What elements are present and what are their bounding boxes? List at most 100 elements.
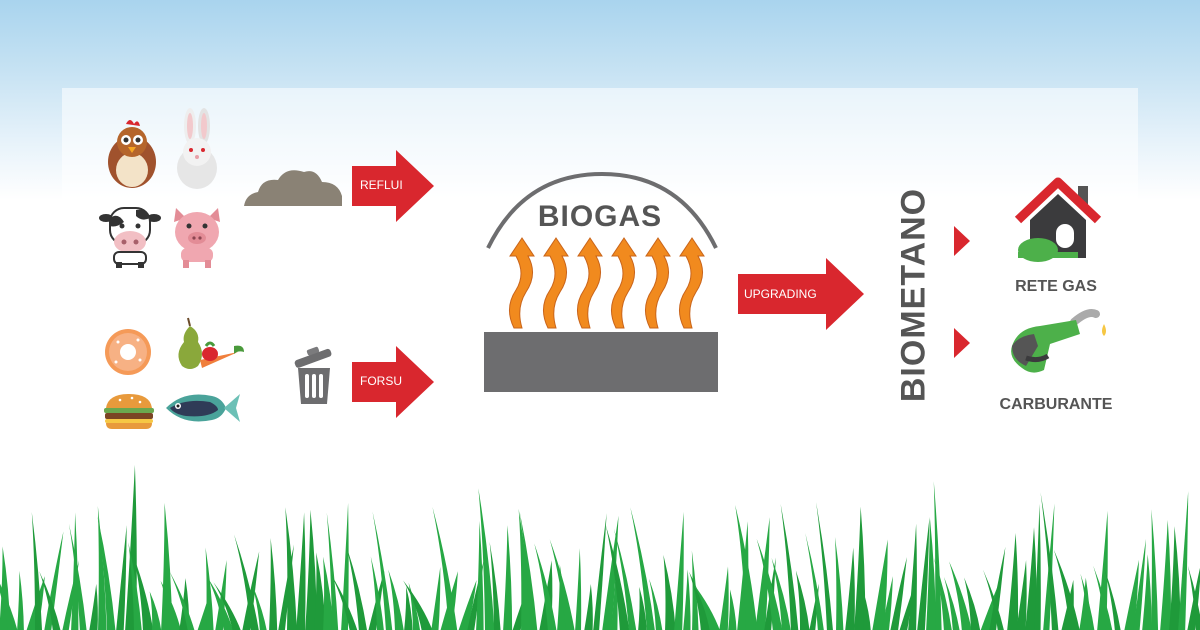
pig-icon [174, 208, 220, 268]
grass-blade [1169, 526, 1181, 630]
grass-blade [982, 569, 1004, 630]
grass-blade [934, 557, 952, 630]
grass-blade [980, 584, 999, 630]
reflui-arrow [352, 150, 434, 222]
grass-blade [989, 546, 1006, 630]
reflui-label: REFLUI [360, 178, 403, 192]
biogas-title: BIOGAS [537, 200, 663, 233]
grass-blade [908, 523, 917, 630]
rising-gas-arrows [509, 237, 705, 329]
small-arrow-bottom [954, 328, 970, 358]
grass-blade [71, 512, 79, 630]
grass-blade [39, 571, 61, 630]
grass-blade [805, 533, 824, 630]
cow-icon [99, 207, 161, 268]
grass-blade [756, 538, 783, 630]
grass-blade [160, 580, 181, 630]
grass-blade [116, 525, 127, 630]
grass-blade [489, 541, 501, 630]
grass-blade [944, 577, 960, 630]
grass-blade [949, 561, 972, 630]
digester-slab [484, 332, 718, 392]
grass-blade [234, 534, 259, 630]
grass-blade [314, 552, 326, 630]
grass-blade [0, 583, 18, 630]
grass-blade [128, 542, 142, 630]
grass-blade [404, 586, 413, 630]
burger-icon [104, 394, 154, 429]
grass-blade [926, 516, 937, 630]
grass-blade [854, 506, 866, 630]
grass-blade [388, 569, 404, 630]
grass-blade [1187, 565, 1200, 630]
grass-blade [933, 481, 942, 630]
grass-blade [735, 505, 758, 630]
grass-blade [1093, 565, 1113, 630]
grass-blade [663, 554, 676, 630]
grass-blade [534, 543, 557, 630]
donut-icon [105, 329, 151, 375]
grass-blade [326, 512, 339, 630]
grass-blade [845, 547, 855, 630]
grass-blade [1080, 573, 1095, 630]
grass-blade [330, 573, 358, 630]
grass-blade [31, 512, 43, 630]
grass-blade [17, 570, 24, 630]
grass-blade [771, 557, 791, 630]
grass-blade [89, 583, 98, 630]
grass-blade [719, 566, 729, 630]
grass-blade [478, 488, 495, 630]
grass-blade [557, 564, 567, 630]
grass-blade [584, 584, 593, 630]
grass-blade [1007, 533, 1019, 630]
grass-blade [285, 507, 297, 630]
grass-blade [476, 520, 484, 630]
grass-blade [346, 545, 368, 630]
grass-blade [872, 539, 888, 630]
grass-blade [1178, 491, 1189, 630]
grass-blade [149, 591, 162, 630]
grass-blade [613, 528, 637, 630]
digester-dome [486, 171, 718, 249]
grass-blade [370, 556, 384, 630]
grass-blade [689, 571, 711, 630]
grass-blade [207, 577, 234, 630]
rabbit-icon [177, 108, 217, 189]
grass-blade [1025, 527, 1037, 630]
grass-blade [305, 509, 317, 630]
grass-blade [68, 523, 87, 630]
grass-blade [1124, 559, 1139, 630]
grass-blade [881, 576, 893, 630]
pear-vegetables-icon [178, 317, 244, 369]
grass-blade [323, 556, 334, 630]
small-arrow-top [954, 226, 970, 256]
grass-blade [169, 571, 195, 630]
grass-blade [1142, 554, 1152, 630]
forsu-label: FORSU [360, 374, 402, 388]
chicken-icon [108, 120, 156, 188]
grass-blade [605, 525, 630, 630]
grass-blade [964, 577, 981, 630]
grass-blade [1034, 503, 1041, 630]
grass-blade [917, 518, 930, 630]
grass-blade [242, 551, 260, 630]
grass-blade [519, 512, 538, 630]
grass-blade [1160, 519, 1171, 630]
grass-blade [674, 511, 684, 630]
grass-blade [602, 515, 619, 630]
grass-blade [133, 556, 154, 630]
upgrading-label: UPGRADING [744, 287, 817, 301]
grass-blade [630, 507, 655, 630]
grass-blade [816, 502, 833, 630]
grass-blade [296, 512, 306, 630]
upgrading-arrow [738, 258, 864, 330]
grass-blade [1040, 492, 1059, 630]
grass-blade [372, 511, 393, 630]
grass-blade [575, 548, 582, 630]
manure-cloud-icon [244, 170, 342, 206]
grass-blade [1151, 509, 1159, 630]
grass-blade [1104, 567, 1121, 630]
grass-blade [252, 584, 267, 630]
grass-blade [269, 537, 278, 630]
